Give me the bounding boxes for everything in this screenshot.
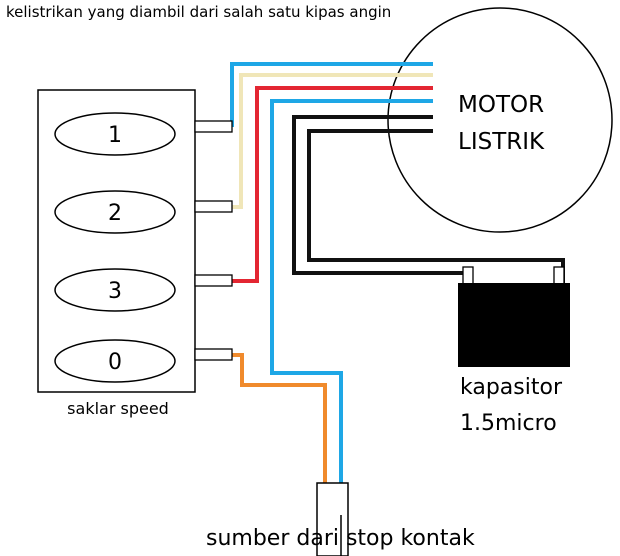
speed-button-3-label: 3 — [108, 279, 122, 304]
speed-button-0[interactable]: 0 — [54, 339, 176, 383]
terminal-2 — [194, 200, 233, 213]
power-plug — [316, 482, 349, 556]
speed-button-1-label: 1 — [108, 123, 122, 148]
speed-button-2-label: 2 — [108, 201, 122, 226]
motor-label-line1: MOTOR — [458, 92, 544, 118]
wire-cream-speed2 — [232, 73, 433, 209]
capacitor-terminal-right — [553, 266, 565, 285]
capacitor-label-line2: 1.5micro — [460, 411, 557, 436]
capacitor-body — [458, 283, 570, 367]
capacitor-terminal-left — [462, 266, 474, 285]
wire-blue-speed1 — [230, 62, 433, 127]
wire-orange-source — [230, 353, 327, 483]
terminal-1 — [194, 120, 233, 133]
speed-switch-label: saklar speed — [67, 399, 169, 418]
motor-label-line2: LISTRIK — [458, 129, 545, 155]
speed-button-0-label: 0 — [108, 350, 122, 375]
diagram-title: kelistrikan yang diambil dari salah satu… — [6, 3, 391, 21]
speed-button-2[interactable]: 2 — [54, 190, 176, 234]
terminal-0 — [194, 348, 233, 361]
motor-circle — [387, 7, 613, 233]
speed-button-1[interactable]: 1 — [54, 112, 176, 156]
capacitor-label-line1: kapasitor — [460, 375, 563, 400]
wire-blue-common — [270, 99, 433, 483]
terminal-3 — [194, 274, 233, 287]
speed-button-3[interactable]: 3 — [54, 268, 176, 312]
wire-red-speed3 — [230, 86, 433, 283]
